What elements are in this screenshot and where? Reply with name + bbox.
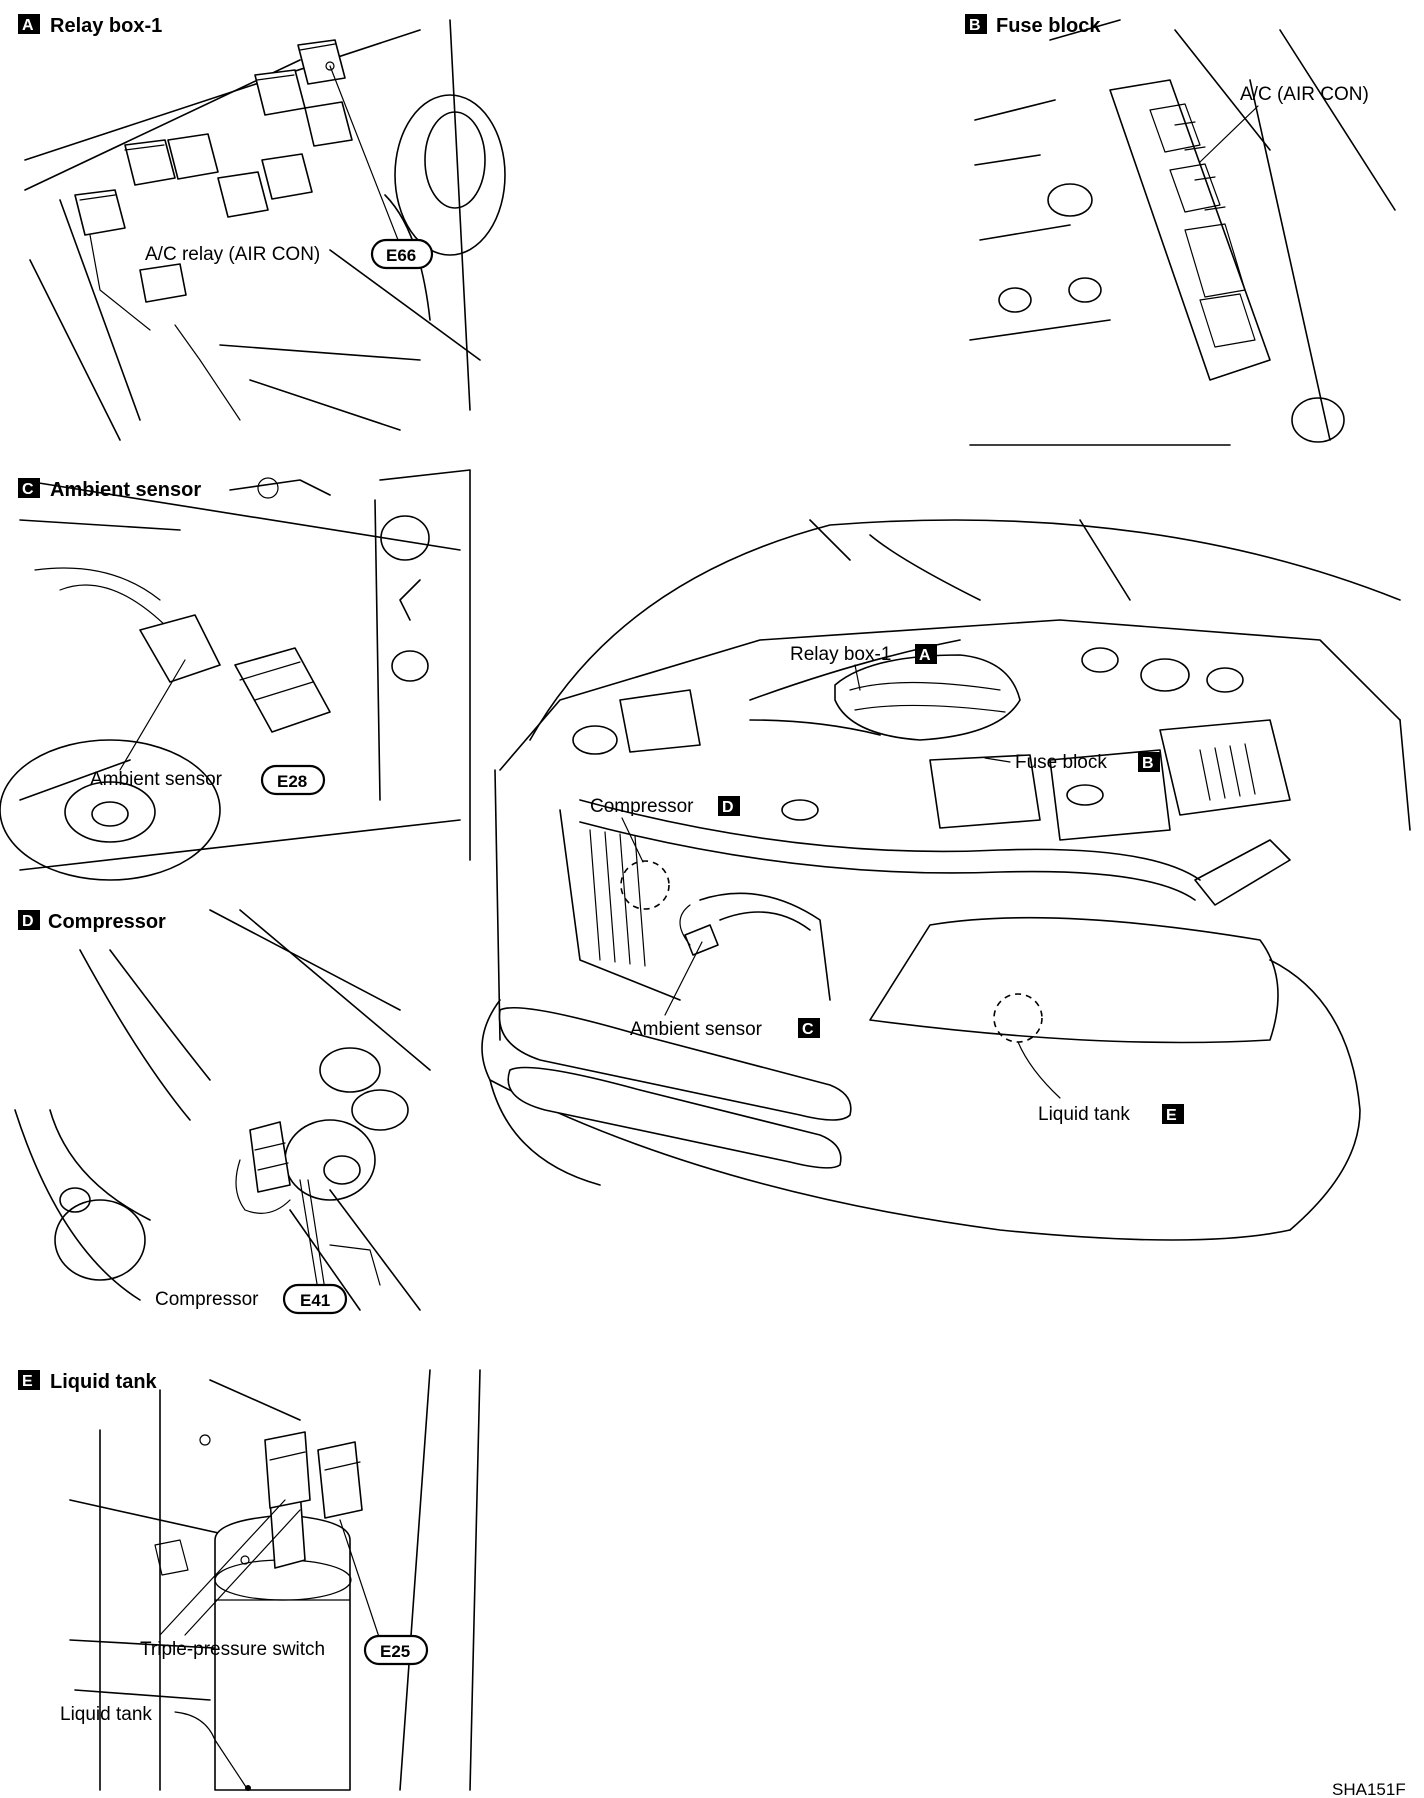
badge-b-letter: B	[969, 17, 981, 34]
panel-b-title: Fuse block	[996, 15, 1101, 37]
panel-liquid-tank: E Liquid tank Triple-pressure switch E25…	[18, 1369, 481, 1791]
overview-badge-d-letter: D	[722, 799, 734, 816]
overview-drawing	[481, 519, 1411, 1241]
figure-code: SHA151F	[1332, 1780, 1406, 1798]
overview-badge-b-icon	[1138, 752, 1160, 772]
badge-c-icon	[18, 478, 40, 498]
badge-e-letter: E	[22, 1373, 33, 1390]
panel-e-callout: Triple-pressure switch	[140, 1639, 325, 1660]
overview-fuse-block-label: Fuse block	[1015, 752, 1107, 773]
panel-c-title: Ambient sensor	[50, 479, 201, 501]
badge-a-letter: A	[22, 17, 34, 34]
panel-relay-box: A Relay box-1 A/C relay (AIR CON) E66	[18, 14, 506, 441]
overview-badge-b-letter: B	[1142, 755, 1154, 772]
panel-a-callout: A/C relay (AIR CON)	[145, 244, 320, 265]
panel-e-callout-liquid-tank: Liquid tank	[60, 1704, 152, 1725]
badge-d-icon	[18, 910, 40, 930]
badge-d-letter: D	[22, 913, 34, 930]
liquid-tank-drawing	[69, 1369, 481, 1791]
overview-badge-e-letter: E	[1166, 1107, 1177, 1124]
compressor-drawing	[14, 909, 431, 1311]
overview-badge-c-letter: C	[802, 1021, 814, 1038]
connector-e41-label: E41	[300, 1291, 330, 1310]
panel-e-title: Liquid tank	[50, 1371, 158, 1393]
panel-compressor: D Compressor Compressor E41	[14, 909, 431, 1315]
connector-e28-label: E28	[277, 772, 307, 791]
connector-e25-label: E25	[380, 1642, 410, 1661]
badge-e-icon	[18, 1370, 40, 1390]
badge-a-icon	[18, 14, 40, 34]
overview-badge-a-icon	[915, 644, 937, 664]
panel-c-callout: Ambient sensor	[90, 769, 223, 790]
overview-relay-box-label: Relay box-1	[790, 644, 891, 665]
overview-compressor-label: Compressor	[590, 796, 694, 817]
overview-badge-e-icon	[1162, 1104, 1184, 1124]
connector-pill-e25	[363, 1634, 429, 1666]
fuse-block-drawing	[969, 19, 1396, 446]
overview-ambient-sensor-label: Ambient sensor	[630, 1019, 763, 1040]
panel-ambient-sensor: C Ambient sensor Ambient sensor E28	[0, 469, 471, 881]
badge-b-icon	[965, 14, 987, 34]
connector-e66-label: E66	[386, 246, 416, 265]
overview-badge-d-icon	[718, 796, 740, 816]
connector-pill-e66	[370, 238, 434, 270]
connector-pill-e41	[282, 1283, 348, 1315]
panel-d-callout: Compressor	[155, 1289, 259, 1310]
panel-fuse-block: B Fuse block A/C (AIR CON)	[965, 14, 1396, 446]
panel-d-title: Compressor	[48, 911, 166, 933]
overview-callouts: Relay box-1 A Fuse block B Compressor D …	[590, 644, 1184, 1125]
overview-liquid-tank-label: Liquid tank	[1038, 1104, 1130, 1125]
panel-a-title: Relay box-1	[50, 15, 162, 37]
overview-badge-a-letter: A	[919, 647, 931, 664]
ambient-sensor-drawing	[0, 469, 471, 881]
connector-pill-e28	[260, 764, 326, 796]
badge-c-letter: C	[22, 481, 34, 498]
panel-b-callout: A/C (AIR CON)	[1240, 84, 1369, 105]
relay-box-drawing	[24, 19, 506, 441]
overview-badge-c-icon	[798, 1018, 820, 1038]
